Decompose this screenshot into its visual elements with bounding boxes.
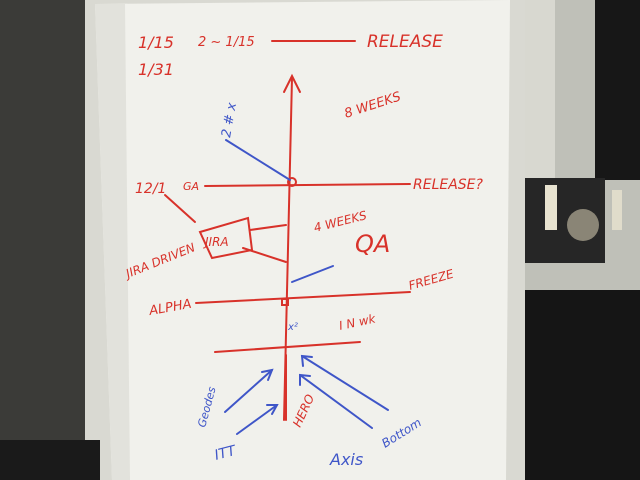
arrow-axis-head — [299, 373, 311, 386]
arrow-itt — [236, 404, 278, 435]
arrow-itt-head — [266, 404, 279, 415]
alpha-underline — [291, 265, 334, 283]
label-vertical-note: 2 # x — [219, 101, 240, 138]
label-qa: QA — [355, 230, 390, 258]
label-bottom-center: Axis — [329, 450, 363, 469]
label-release-q: RELEASE? — [413, 177, 484, 193]
candle — [545, 185, 557, 230]
cabinet — [520, 290, 640, 480]
candle-right — [612, 190, 622, 230]
date-connector — [164, 194, 196, 223]
blue-ink-strokes — [224, 139, 389, 435]
red-ink-strokes — [164, 40, 411, 421]
left-wall — [0, 0, 95, 480]
label-left-lower: ITT — [213, 443, 239, 464]
axis-arrowhead — [283, 73, 301, 93]
arrow-geodes — [224, 369, 273, 413]
jira-arrow-upper — [249, 224, 287, 231]
label-ga: GA — [183, 180, 199, 193]
paper-shadow — [95, 4, 130, 480]
arrow-axis — [299, 374, 373, 429]
jira-arrow-lower — [242, 247, 287, 263]
label-release-top: RELEASE — [367, 32, 443, 52]
label-jira-box: JIRA — [203, 235, 229, 249]
ga-horizontal-line — [204, 183, 411, 187]
arrow-bottom-head — [300, 354, 313, 367]
arrow-geodes-head — [261, 368, 274, 381]
bottom-horizontal-line — [214, 341, 361, 353]
ga-node — [287, 177, 297, 187]
alpha-horizontal-line — [195, 291, 411, 304]
flipchart-paper — [95, 0, 510, 480]
label-date-second: 1/31 — [138, 60, 174, 79]
label-alpha: ALPHA — [147, 297, 193, 319]
floor-shadow — [0, 440, 100, 480]
lamp-globe — [567, 209, 599, 241]
diagonal-to-ga — [225, 139, 291, 181]
label-date-mid: 12/1 — [135, 181, 166, 197]
label-top-mid: 2 ~ 1/15 — [198, 35, 255, 50]
label-small-note: x² — [287, 322, 298, 333]
arrow-bottom — [301, 355, 389, 411]
label-date-top: 1/15 — [138, 33, 174, 52]
alpha-node — [281, 298, 289, 306]
window-frame — [595, 0, 640, 180]
